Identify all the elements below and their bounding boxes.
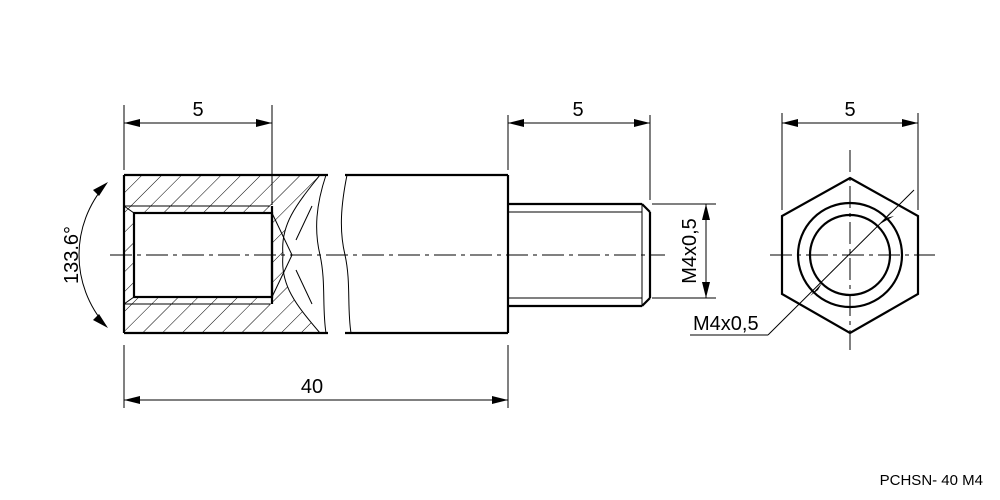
dimension-across-flats-label: 5: [844, 99, 855, 121]
dimension-stud-thread: M4x0,5: [652, 203, 716, 299]
dimension-stud-length-label: 5: [572, 99, 583, 121]
dimension-stud-thread-label: M4x0,5: [679, 218, 701, 284]
end-view: 5 M4x0,5: [690, 99, 935, 350]
dimension-hex-thread: M4x0,5: [690, 189, 915, 336]
side-view: 5 5 40 M4x0,5: [61, 99, 716, 408]
dimension-overall-length: 40: [123, 345, 509, 408]
body-outline-right: [340, 173, 510, 335]
dimension-across-flats: 5: [781, 99, 919, 210]
dimension-overall-length-label: 40: [301, 376, 323, 398]
section-hatching: [124, 175, 320, 333]
dimension-stud-length: 5: [507, 99, 651, 200]
part-code: PCHSN- 40 M4: [880, 472, 983, 489]
dimension-hex-thread-label: M4x0,5: [693, 313, 759, 335]
dimension-socket-length: 5: [123, 99, 273, 205]
dimension-angle-label: 133.6°: [61, 226, 83, 284]
dimension-angle: 133.6°: [61, 182, 108, 328]
dimension-socket-length-label: 5: [192, 99, 203, 121]
